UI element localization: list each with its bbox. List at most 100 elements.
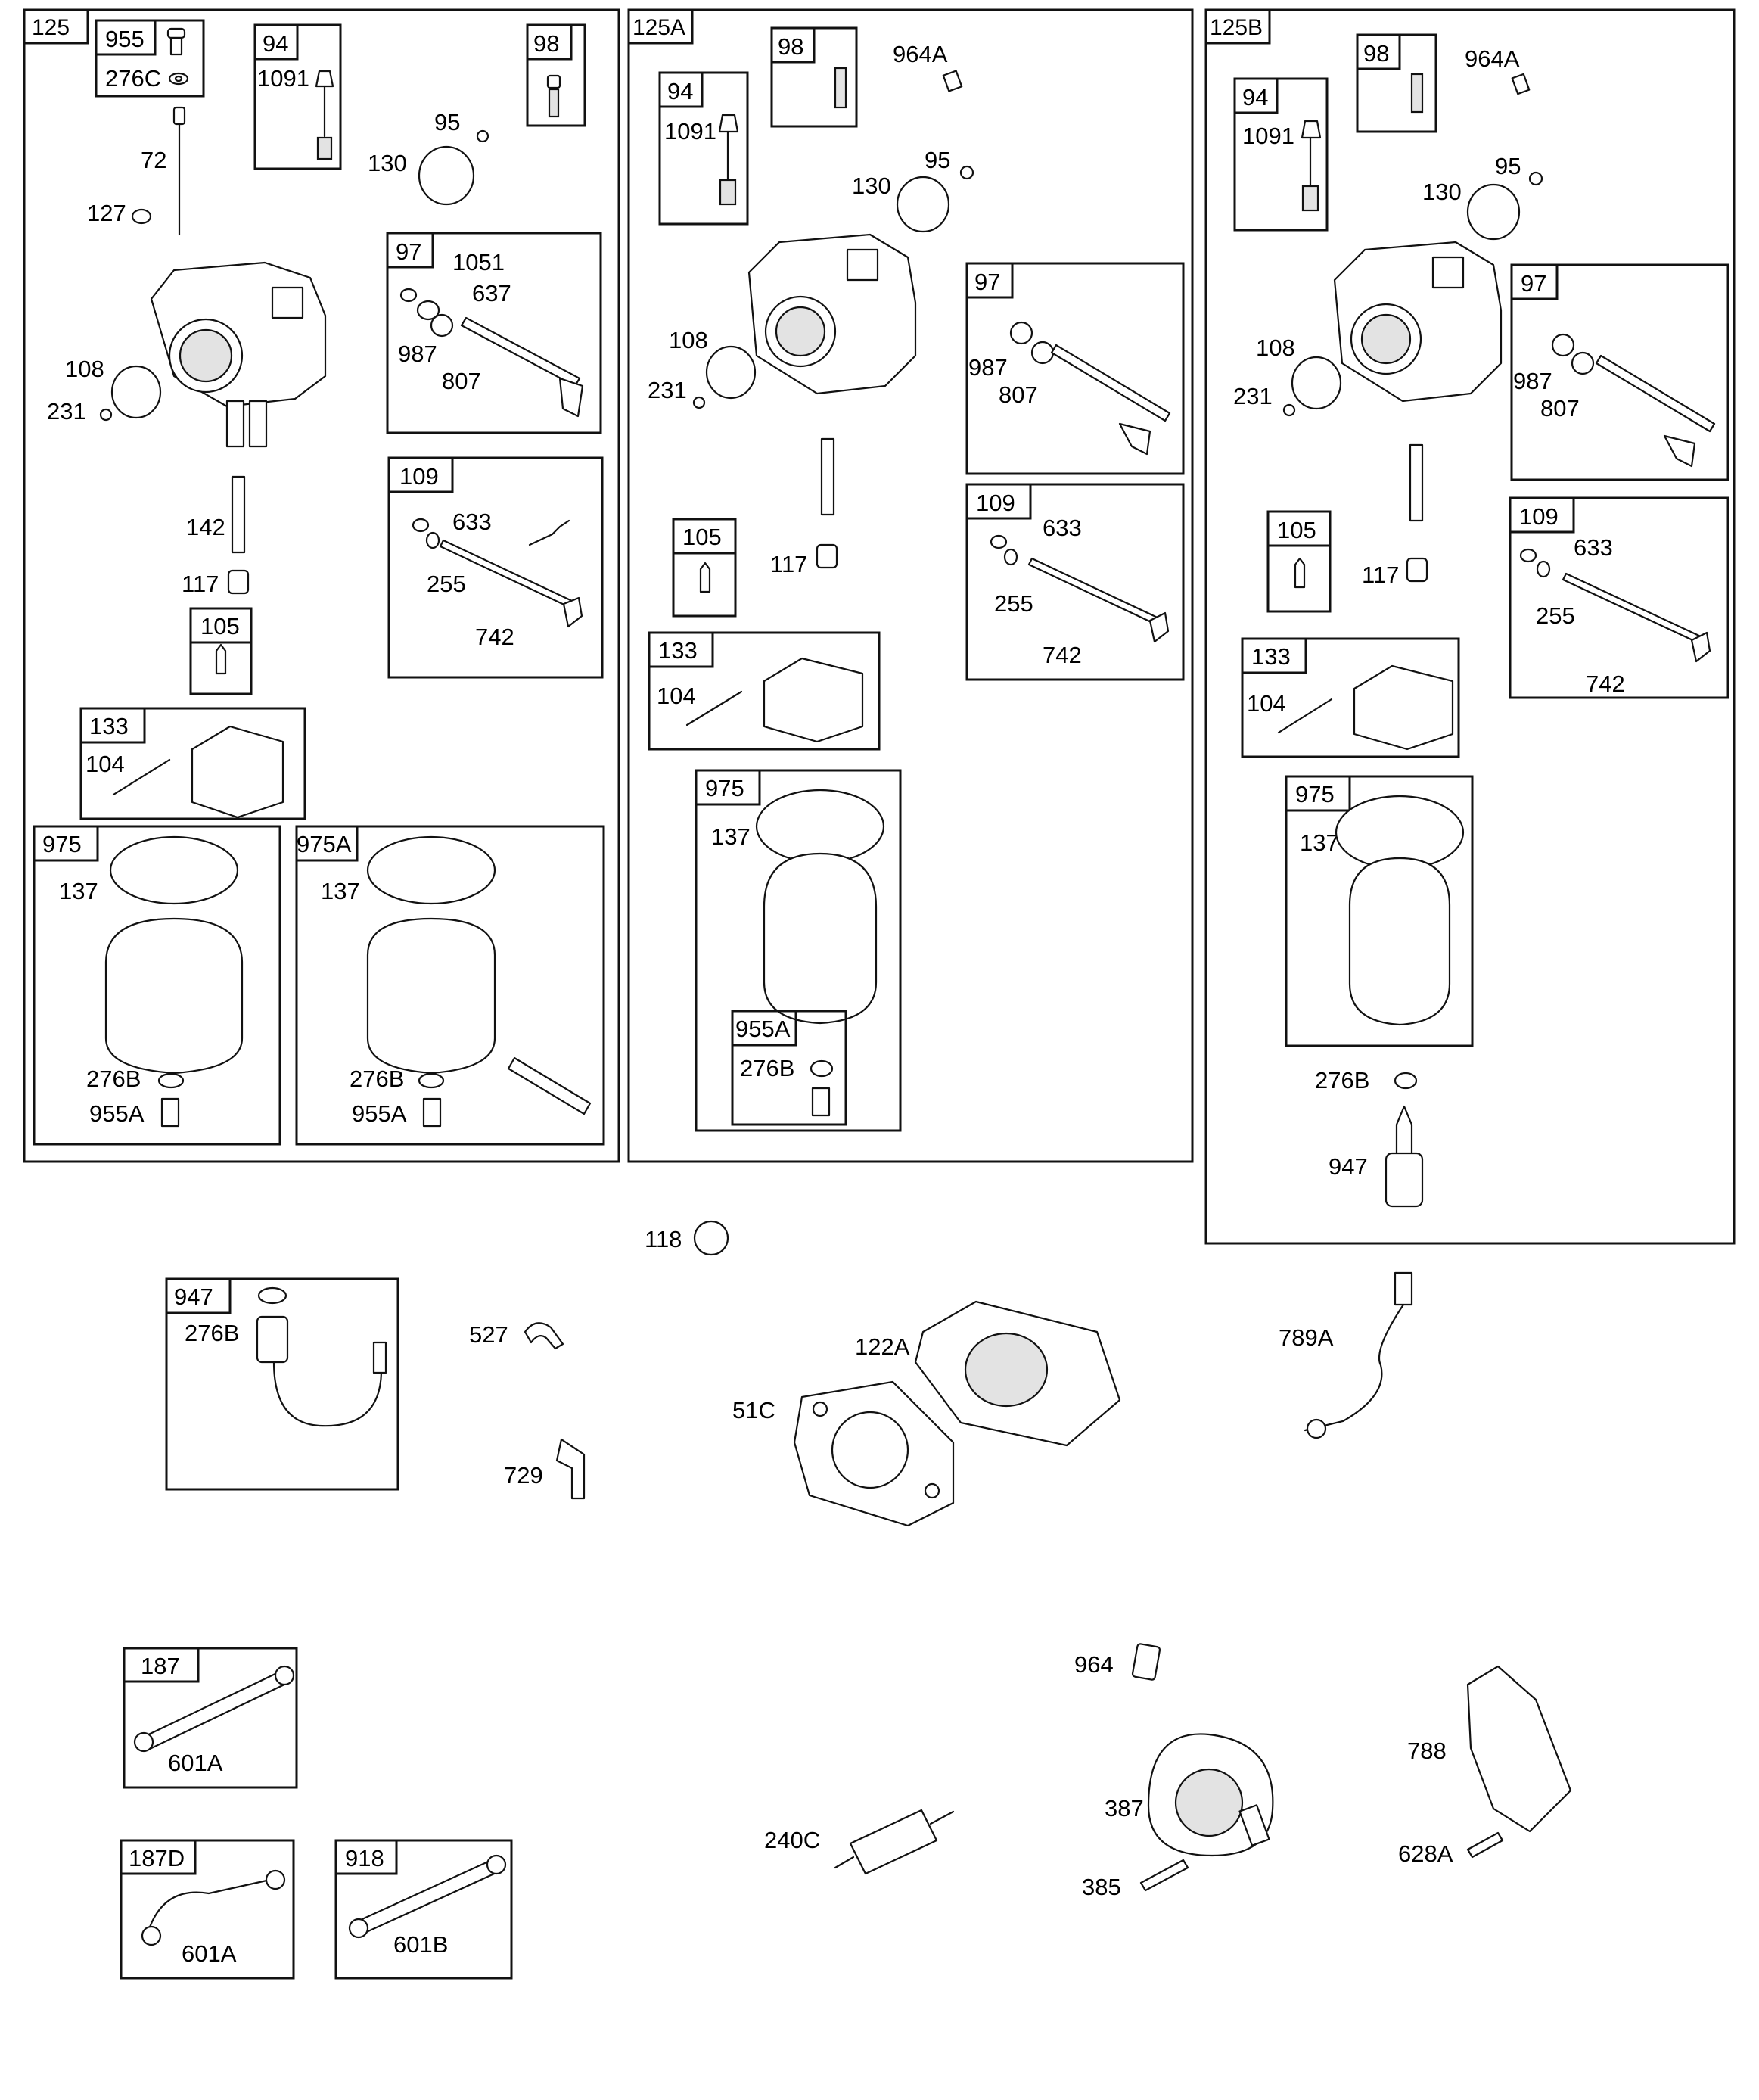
label-807: 807 [1540,395,1580,422]
pin-icon [942,70,963,92]
needle-valve-icon [215,643,227,675]
carburetor-body-icon [1333,241,1503,403]
throttle-shaft-icon [990,534,1170,643]
throttle-shaft-icon [412,518,583,628]
drain-screw-icon [507,1056,592,1115]
kit-975-box [33,825,281,1146]
label-633: 633 [1574,534,1613,561]
gasket-icon [1291,356,1342,410]
label-95: 95 [925,147,950,173]
pin-icon [1131,1643,1161,1681]
kit-133-label: 133 [89,713,129,739]
jet-screw-icon [1410,73,1424,114]
label-955A: 955A [89,1100,145,1127]
bolt-icon [1466,1831,1504,1859]
float-pin-icon [1277,698,1333,734]
label-742: 742 [475,624,514,650]
label-118: 118 [645,1226,682,1252]
label-276B: 276B [86,1066,141,1092]
label-231: 231 [1233,383,1273,409]
kit-975-box [695,769,902,1132]
bowl-screw-icon [160,1097,180,1128]
label-276C: 276C [105,65,161,92]
label-742: 742 [1586,670,1625,697]
kit-947-box [165,1277,399,1491]
label-255: 255 [1536,602,1575,629]
label-137: 137 [1300,829,1339,856]
label-240C: 240C [764,1827,820,1853]
kit-187D-label: 187D [129,1845,185,1871]
screw-icon [692,396,706,409]
kit-98-label: 98 [533,30,559,57]
clamp-icon [524,1322,564,1350]
choke-shaft-icon [399,288,584,418]
solenoid-icon [1385,1105,1424,1208]
group-125-frame [23,8,620,1163]
tube-icon [820,437,835,516]
label-231: 231 [648,377,687,403]
kit-94-label: 94 [263,30,288,57]
kit-918-label: 918 [345,1845,384,1871]
fuel-hose-icon [141,1869,286,1946]
kit-97-box [386,232,602,434]
kit-109-label: 109 [399,463,439,490]
float-valve-icon [718,114,739,206]
tube-icon [231,475,246,554]
float-bowl-icon [1348,857,1451,1026]
label-127: 127 [87,200,126,226]
kit-133-box [1241,637,1460,758]
small-screw-icon [959,165,974,180]
label-104: 104 [1247,690,1286,717]
washer-icon [1394,1072,1418,1090]
label-137: 137 [711,823,751,850]
kit-97-label: 97 [1521,270,1546,297]
kit-975A-label: 975A [297,831,352,857]
label-788: 788 [1407,1738,1447,1764]
fuel-hose-icon [348,1854,507,1939]
jet-icon [1406,557,1428,583]
group-125-label: 125 [32,15,70,40]
label-276B: 276B [350,1066,404,1092]
kit-187-box [123,1647,298,1789]
label-142: 142 [186,514,225,540]
label-387: 387 [1105,1795,1144,1822]
label-117: 117 [1362,562,1399,588]
choke-shaft-icon [1009,321,1171,456]
label-1091: 1091 [257,65,309,92]
label-633: 633 [1043,515,1082,541]
kit-133-label: 133 [658,637,698,664]
carburetor-body-icon [747,233,917,395]
label-987: 987 [398,341,437,367]
label-637: 637 [472,280,511,306]
kit-94-label: 94 [667,78,693,104]
kit-109-box [1509,496,1729,699]
label-231: 231 [47,398,86,425]
label-385: 385 [1082,1874,1121,1900]
throttle-shaft-icon [1519,548,1711,663]
label-955A: 955A [352,1100,407,1127]
kit-975-label: 975 [705,775,744,801]
label-601B: 601B [393,1931,448,1958]
bowl-gasket-icon [109,835,239,905]
label-276B: 276B [740,1055,794,1081]
label-789A: 789A [1279,1324,1334,1351]
group-125A-frame [627,8,1194,1163]
kit-975-label: 975 [42,831,82,857]
kit-94-label: 94 [1242,84,1268,110]
label-104: 104 [85,751,125,777]
label-987: 987 [968,354,1008,381]
float-icon [191,725,284,819]
screw-icon [99,408,113,422]
carburetor-body-icon [150,261,327,448]
jet-icon [816,543,838,569]
label-130: 130 [852,173,891,199]
washer-icon [131,208,152,225]
kit-187-label: 187 [141,1653,180,1679]
label-527: 527 [469,1321,508,1348]
float-pin-icon [112,758,171,796]
gasket-icon [705,345,757,400]
label-1051: 1051 [452,249,505,275]
float-bowl-icon [104,917,244,1075]
kit-94-box [1233,77,1329,232]
plug-icon [693,1220,729,1256]
